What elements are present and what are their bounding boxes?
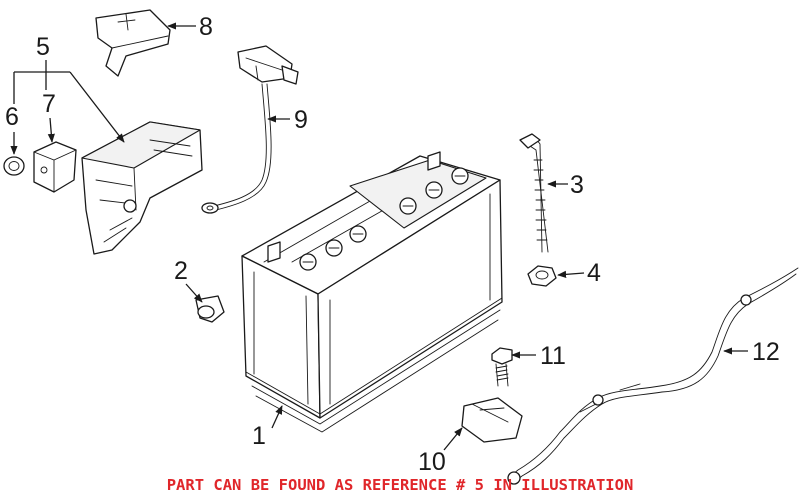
callout-10: 10 (418, 427, 463, 476)
battery-bracket-part-5 (81, 121, 203, 255)
callout-6: 6 (5, 72, 19, 155)
callout-label-9: 9 (294, 106, 308, 134)
callout-9: 9 (267, 106, 308, 134)
callout-label-1: 1 (252, 422, 266, 450)
callout-12: 12 (723, 338, 780, 366)
battery-cable-part-9 (201, 45, 299, 214)
battery-vent-caps (299, 167, 469, 271)
callout-label-3: 3 (570, 171, 584, 199)
callout-3: 3 (547, 171, 584, 199)
callout-2: 2 (174, 257, 203, 303)
callout-label-10: 10 (418, 448, 446, 476)
vent-hose-part-3 (519, 133, 549, 253)
callout-7: 7 (42, 72, 56, 143)
callout-1: 1 (252, 405, 283, 450)
callout-8: 8 (167, 13, 213, 41)
callout-label-12: 12 (752, 338, 780, 366)
callout-label-6: 6 (5, 103, 19, 131)
callout-5: 5 (14, 33, 125, 143)
terminal-cover-part-8 (95, 9, 171, 77)
bolt-part-11 (491, 347, 513, 387)
reference-notice: PART CAN BE FOUND AS REFERENCE # 5 IN IL… (167, 476, 634, 494)
callout-label-2: 2 (174, 257, 188, 285)
callout-label-11: 11 (540, 342, 566, 370)
nut-part-4 (527, 265, 557, 287)
connector-part-7 (33, 141, 77, 193)
callout-label-7: 7 (42, 90, 56, 118)
callout-4: 4 (557, 259, 601, 287)
cable-harness-part-12 (507, 267, 799, 485)
callout-11: 11 (511, 342, 566, 370)
callout-label-5: 5 (36, 33, 50, 61)
battery-part-1 (241, 151, 503, 433)
callout-label-4: 4 (587, 259, 601, 287)
grommet-part-6 (3, 156, 25, 176)
plug-part-2 (195, 295, 225, 323)
callout-label-8: 8 (199, 13, 213, 41)
clamp-part-10 (461, 397, 523, 443)
